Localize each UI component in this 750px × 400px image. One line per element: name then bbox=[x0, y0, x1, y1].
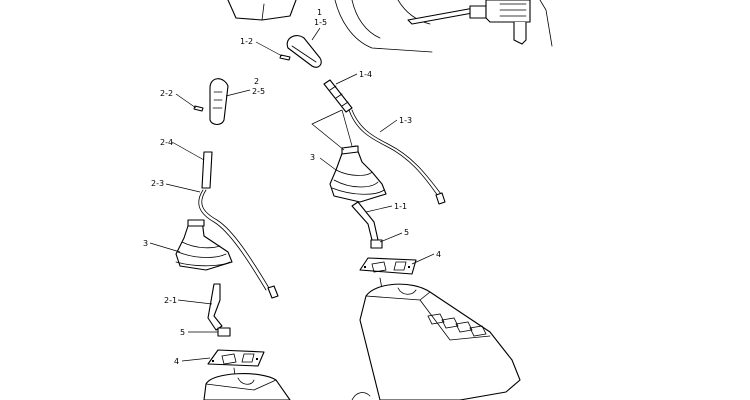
console-left bbox=[203, 373, 291, 400]
callout-2-1: 2-1 bbox=[164, 296, 177, 305]
callout-3-left: 3 bbox=[143, 239, 148, 248]
lever-1-1 bbox=[351, 201, 379, 241]
callout-2-4: 2-4 bbox=[160, 138, 173, 147]
callout-1-2: 1-2 bbox=[240, 37, 253, 46]
bushing-5-left bbox=[217, 327, 231, 337]
bushing-5-right bbox=[370, 239, 383, 249]
cable-1-3 bbox=[348, 109, 446, 205]
callout-3-right: 3 bbox=[310, 153, 315, 162]
callout-5-left: 5 bbox=[180, 328, 185, 337]
callout-2-5: 2-5 bbox=[252, 87, 265, 96]
callout-1-1: 1-1 bbox=[394, 202, 407, 211]
callout-4-right: 4 bbox=[436, 250, 441, 259]
callout-2-3: 2-3 bbox=[151, 179, 164, 188]
leader-lines bbox=[149, 27, 435, 362]
boot-3-left bbox=[175, 219, 233, 271]
grip-2-4 bbox=[201, 151, 213, 189]
callout-1-5: 1-5 bbox=[314, 18, 327, 27]
screw-2-2 bbox=[193, 105, 204, 112]
seat-base-background bbox=[227, 0, 433, 53]
callouts: 1 1-5 1-2 1-4 1-3 2 2-5 2-2 2-4 2-3 3 3 … bbox=[143, 8, 441, 366]
mounting-bracket bbox=[407, 0, 553, 47]
callout-1-3: 1-3 bbox=[399, 116, 412, 125]
callout-1: 1 bbox=[317, 8, 322, 17]
lever-2-1 bbox=[207, 283, 223, 331]
knob-1-5 bbox=[286, 35, 322, 68]
callout-2-2: 2-2 bbox=[160, 89, 173, 98]
callout-5-right: 5 bbox=[404, 228, 409, 237]
cable-2-3 bbox=[198, 189, 279, 299]
callout-2: 2 bbox=[254, 77, 259, 86]
boot-3-right bbox=[329, 145, 387, 203]
knob-2-5 bbox=[209, 78, 229, 126]
callout-1-4: 1-4 bbox=[359, 70, 372, 79]
screw-1-2 bbox=[279, 54, 291, 61]
console-right bbox=[359, 283, 521, 400]
callout-4-left: 4 bbox=[174, 357, 179, 366]
floor-curve bbox=[351, 392, 371, 400]
grip-1-4 bbox=[323, 79, 353, 113]
